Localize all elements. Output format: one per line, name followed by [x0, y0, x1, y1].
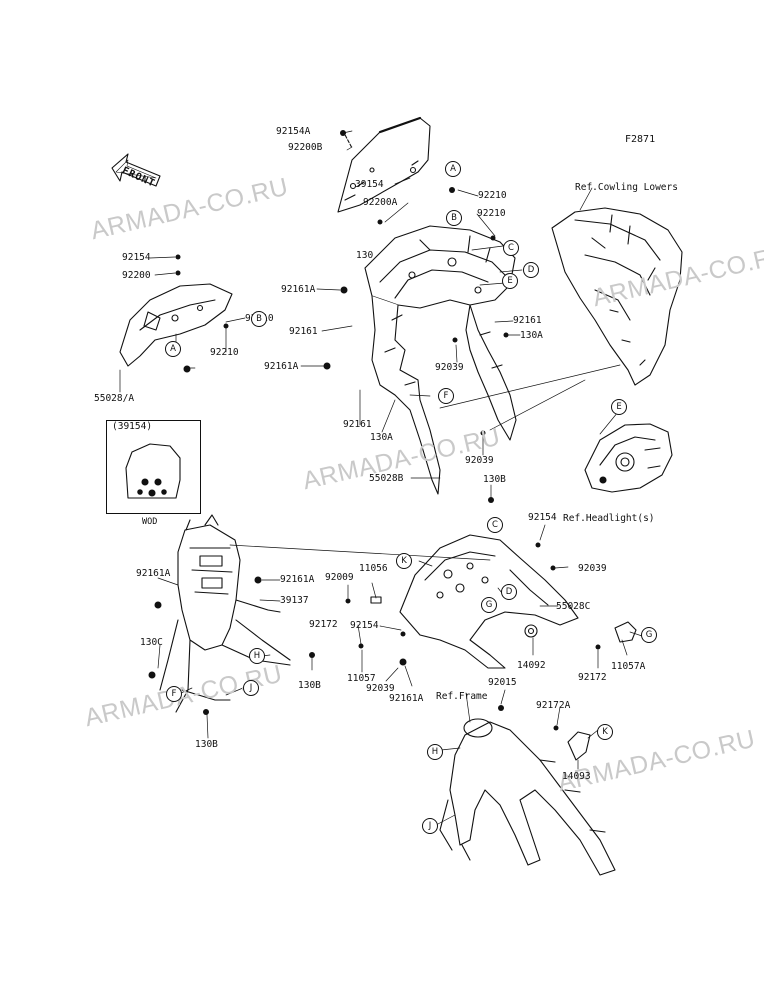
part-label[interactable]: 14092: [517, 660, 546, 671]
inset-title: (39154): [112, 421, 153, 432]
part-label[interactable]: 92154: [350, 620, 379, 631]
part-label[interactable]: 130C: [140, 637, 163, 648]
part-label[interactable]: 92161A: [136, 568, 171, 579]
part-label[interactable]: 130A: [520, 330, 543, 341]
inset-windscreen-part: [125, 443, 181, 499]
part-label[interactable]: 55028/A: [94, 393, 135, 404]
headlight-part: [584, 423, 673, 493]
callout-marker[interactable]: G: [641, 627, 657, 643]
part-label[interactable]: 92039: [435, 362, 464, 373]
callout-marker[interactable]: K: [597, 724, 613, 740]
frame-part: [439, 718, 616, 876]
callout-marker[interactable]: F: [438, 388, 454, 404]
part-label[interactable]: 92210: [478, 190, 507, 201]
callout-marker[interactable]: C: [503, 240, 519, 256]
grommet-14092-part: [524, 624, 538, 638]
part-label[interactable]: 39154: [355, 179, 384, 190]
part-label[interactable]: 92161A: [280, 574, 315, 585]
inset-caption: WOD: [142, 517, 158, 527]
part-label[interactable]: 130A: [370, 432, 393, 443]
part-label[interactable]: 92161: [289, 326, 318, 337]
part-label[interactable]: 92161A: [389, 693, 424, 704]
callout-marker[interactable]: D: [523, 262, 539, 278]
part-label[interactable]: 92200: [122, 270, 151, 281]
callout-marker[interactable]: J: [243, 680, 259, 696]
bracket-11057A-part: [614, 621, 637, 643]
part-label[interactable]: 130B: [195, 739, 218, 750]
ref-headlight[interactable]: Ref.Headlight(s): [563, 513, 655, 524]
callout-marker[interactable]: A: [165, 341, 181, 357]
part-label[interactable]: 92161A: [281, 284, 316, 295]
figure-code: F2871: [625, 134, 656, 145]
callout-marker[interactable]: J: [422, 818, 438, 834]
part-label[interactable]: 92154A: [276, 126, 311, 137]
part-label[interactable]: 92172: [578, 672, 607, 683]
part-label[interactable]: 92161A: [264, 361, 299, 372]
callout-marker[interactable]: B: [251, 311, 267, 327]
leader-lines: [119, 130, 643, 826]
callout-marker[interactable]: F: [166, 686, 182, 702]
callout-marker[interactable]: E: [502, 273, 518, 289]
callout-marker[interactable]: D: [501, 584, 517, 600]
callout-marker[interactable]: A: [445, 161, 461, 177]
part-label[interactable]: 92200A: [363, 197, 398, 208]
part-label[interactable]: 130: [356, 250, 374, 261]
front-arrow-icon: [111, 153, 161, 187]
part-label[interactable]: 92039: [366, 683, 395, 694]
inset-box: [106, 420, 201, 514]
part-label[interactable]: 14093: [562, 771, 591, 782]
left-side-cover-part: [119, 283, 233, 367]
part-label[interactable]: 92172: [309, 619, 338, 630]
part-label[interactable]: 55028C: [556, 601, 591, 612]
callout-marker[interactable]: E: [611, 399, 627, 415]
part-label[interactable]: 92039: [578, 563, 607, 574]
part-label[interactable]: 92172A: [536, 700, 571, 711]
part-label[interactable]: 92210: [477, 208, 506, 219]
callout-marker[interactable]: B: [446, 210, 462, 226]
callout-marker[interactable]: H: [427, 744, 443, 760]
part-label[interactable]: 92200B: [288, 142, 323, 153]
part-label[interactable]: 92161: [513, 315, 542, 326]
part-label[interactable]: 92161: [343, 419, 372, 430]
windscreen-part: [337, 116, 431, 213]
part-label[interactable]: 92039: [465, 455, 494, 466]
part-label[interactable]: 11056: [359, 563, 388, 574]
part-label[interactable]: 39137: [280, 595, 309, 606]
part-label[interactable]: 130B: [298, 680, 321, 691]
callout-marker[interactable]: G: [481, 597, 497, 613]
ref-frame[interactable]: Ref.Frame: [436, 691, 488, 702]
callout-marker[interactable]: K: [396, 553, 412, 569]
part-label[interactable]: 130B: [483, 474, 506, 485]
part-label[interactable]: 92154: [528, 512, 557, 523]
ref-cowling-lowers[interactable]: Ref.Cowling Lowers: [575, 182, 678, 193]
callout-marker[interactable]: C: [487, 517, 503, 533]
bracket-14093-part: [567, 731, 591, 761]
cowling-lower-part: [551, 207, 683, 386]
part-label[interactable]: 11057A: [611, 661, 646, 672]
part-label[interactable]: 92210: [210, 347, 239, 358]
stay-bracket-part: [159, 514, 291, 713]
part-label[interactable]: 55028B: [369, 473, 404, 484]
part-label[interactable]: 92015: [488, 677, 517, 688]
part-label[interactable]: 92154: [122, 252, 151, 263]
upper-inner-cowl-part: [364, 225, 517, 495]
part-label[interactable]: 92009: [325, 572, 354, 583]
callout-marker[interactable]: H: [249, 648, 265, 664]
part-label[interactable]: 11057: [347, 673, 376, 684]
